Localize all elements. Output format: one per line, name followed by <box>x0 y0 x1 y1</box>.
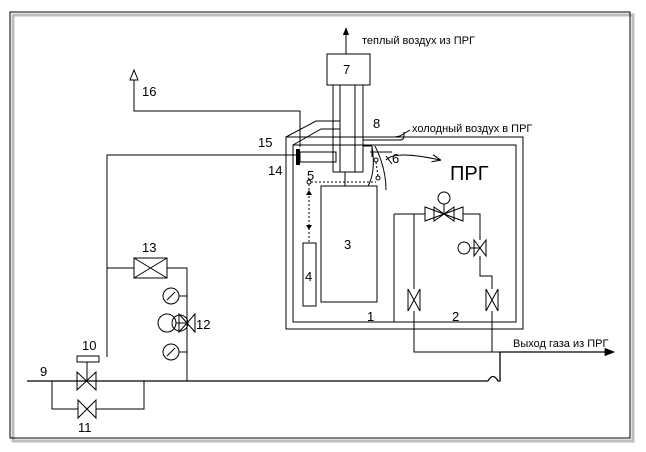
label-gas-outlet: Выход газа из ПРГ <box>513 338 608 350</box>
label-6: 6 <box>392 151 399 166</box>
label-10: 10 <box>82 338 96 353</box>
valve-10 <box>76 355 100 392</box>
sensor-4 <box>302 242 317 307</box>
label-15: 15 <box>258 135 272 150</box>
label-3: 3 <box>344 237 351 252</box>
vent-arrow <box>129 68 139 81</box>
devices-14-15 <box>283 149 337 165</box>
label-8: 8 <box>373 116 380 131</box>
label-9: 9 <box>40 364 47 379</box>
leader-8 <box>394 129 411 138</box>
label-4: 4 <box>305 269 312 284</box>
label-2: 2 <box>452 309 459 324</box>
gas-train-2 <box>393 191 500 353</box>
cabinet-housing <box>285 136 524 330</box>
drawing-frame <box>9 11 635 443</box>
label-14: 14 <box>268 163 282 178</box>
label-12: 12 <box>196 317 210 332</box>
label-11: 11 <box>78 420 92 435</box>
impulse-line <box>106 154 296 357</box>
label-7: 7 <box>343 62 350 77</box>
line-crossover <box>487 352 501 382</box>
label-16: 16 <box>142 84 156 99</box>
gauge-upper <box>162 287 187 305</box>
airflow-arrow <box>385 155 440 160</box>
regulator-12 <box>157 312 196 334</box>
label-1: 1 <box>367 309 374 324</box>
filter-13 <box>107 257 188 381</box>
roof-hood <box>285 120 340 138</box>
bypass-valve-11 <box>51 381 145 420</box>
thermostat-5 <box>306 179 376 242</box>
label-cold-air: холодный воздух в ПРГ <box>412 123 532 135</box>
boiler-3 <box>320 185 378 303</box>
damper-6 <box>370 148 393 181</box>
label-warm-air: теплый воздух из ПРГ <box>362 35 475 47</box>
label-13: 13 <box>142 240 156 255</box>
label-5: 5 <box>307 168 314 183</box>
label-prg: ПРГ <box>450 163 489 185</box>
gauge-lower <box>162 343 187 361</box>
vent-line-16 <box>133 78 301 147</box>
heater-box-7 <box>326 53 371 86</box>
flue-pipes <box>332 85 364 173</box>
cold-air-pipe-8 <box>363 132 405 191</box>
